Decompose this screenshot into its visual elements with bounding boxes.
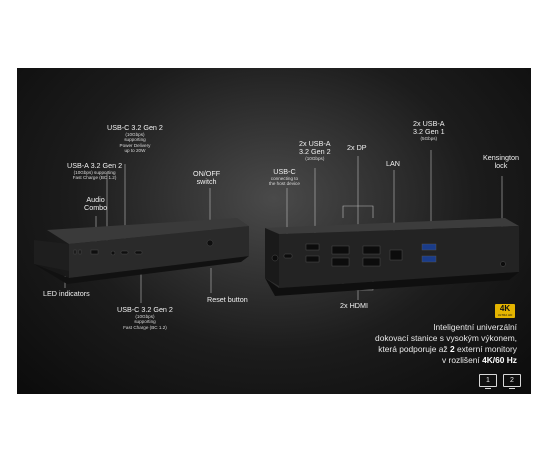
monitor-2-icon: 2 [503,374,521,389]
label-usbc-host: USB-C connecting to the host device [269,167,300,187]
label-usba-rear-gen2: 2x USB-A 3.2 Gen 2 (10Gbps) [299,139,331,162]
4k-badge: 4K ULTRA HD [495,304,515,318]
label-reset-button: Reset button [207,295,248,304]
label-usba-rear-gen1: 2x USB-A 3.2 Gen 1 (5Gbps) [413,119,445,142]
label-hdmi: 2x HDMI [340,301,368,310]
label-dp: 2x DP [347,143,367,152]
product-description: Inteligentní univerzální dokovací stanic… [375,322,517,365]
label-lan: LAN [386,159,400,168]
label-audio-combo: Audio Combo [84,195,108,212]
product-panel: USB-C 3.2 Gen 2 (10Gbps) supporting Powe… [17,68,531,394]
label-usba-front: USB-A 3.2 Gen 2 (10Gbps) supporting Fast… [67,161,123,181]
label-onoff-switch: ON/OFF switch [193,169,221,186]
label-usbc-front: USB-C 3.2 Gen 2 (10Gbps) supporting Powe… [107,123,163,154]
monitor-1-icon: 1 [479,374,497,389]
dock-illustration [34,150,519,303]
label-kensington-lock: Kensington lock [483,153,519,170]
label-led-indicators: LED indicators [43,289,90,298]
label-usbc-bottom: USB-C 3.2 Gen 2 (10Gbps) supporting Fast… [117,305,173,330]
front-dock [34,218,249,284]
